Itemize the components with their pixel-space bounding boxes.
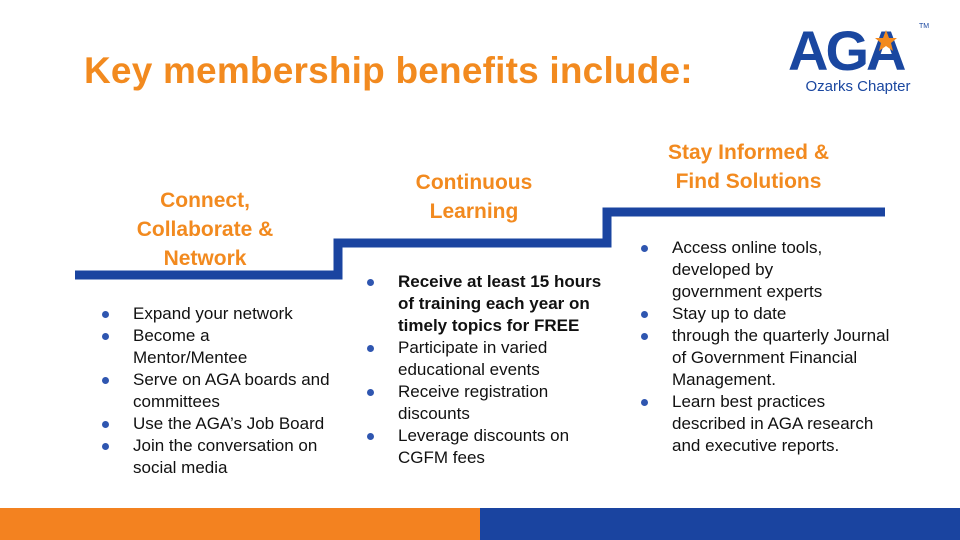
- logo-chapter-label: Ozarks Chapter: [805, 78, 911, 95]
- star-icon: [875, 30, 897, 51]
- list-item: Receive registration discounts: [364, 381, 598, 425]
- col2-heading-line: Learning: [429, 200, 519, 223]
- list-item: Learn best practices described in AGA re…: [638, 391, 902, 457]
- col1-heading-line: Collaborate &: [136, 218, 274, 241]
- list-item: Access online tools, developed by govern…: [638, 237, 862, 303]
- col1-heading: Connect, Collaborate & Network: [100, 186, 310, 273]
- col3-heading-line: Find Solutions: [675, 170, 822, 193]
- list-item: Stay up to date: [638, 303, 900, 325]
- list-item: Become a Mentor/Mentee: [99, 325, 293, 369]
- col3-heading: Stay Informed & Find Solutions: [636, 138, 861, 196]
- list-item: Expand your network: [99, 303, 344, 325]
- footer-bar-blue: [480, 508, 960, 540]
- list-item: Participate in varied educational events: [364, 337, 602, 381]
- col2-benefit-list: Receive at least 15 hours of training ea…: [364, 271, 602, 469]
- col1-heading-line: Connect,: [160, 189, 250, 212]
- logo-letters: AGA: [788, 19, 905, 78]
- list-item: Receive at least 15 hours of training ea…: [364, 271, 602, 337]
- col3-heading-line: Stay Informed &: [667, 141, 830, 164]
- list-item: Leverage discounts on CGFM fees: [364, 425, 598, 469]
- stair-line: [75, 207, 885, 280]
- col3-benefit-list: Access online tools, developed by govern…: [638, 237, 900, 457]
- list-item: Join the conversation on social media: [99, 435, 344, 479]
- list-item: through the quarterly Journal of Governm…: [638, 325, 900, 391]
- col2-heading: Continuous Learning: [380, 168, 568, 226]
- col1-heading-line: Network: [163, 247, 247, 270]
- footer-bar-orange: [0, 508, 480, 540]
- aga-logo: AGA TM Ozarks Chapter: [786, 18, 938, 100]
- trademark-label: TM: [919, 23, 929, 30]
- page-title: Key membership benefits include:: [84, 50, 693, 91]
- list-item: Serve on AGA boards and committees: [99, 369, 343, 413]
- col1-benefit-list: Expand your network Become a Mentor/Ment…: [99, 303, 344, 479]
- col2-heading-line: Continuous: [415, 171, 533, 194]
- aga-logo-mark: AGA TM: [788, 19, 929, 78]
- list-item: Use the AGA’s Job Board: [99, 413, 343, 435]
